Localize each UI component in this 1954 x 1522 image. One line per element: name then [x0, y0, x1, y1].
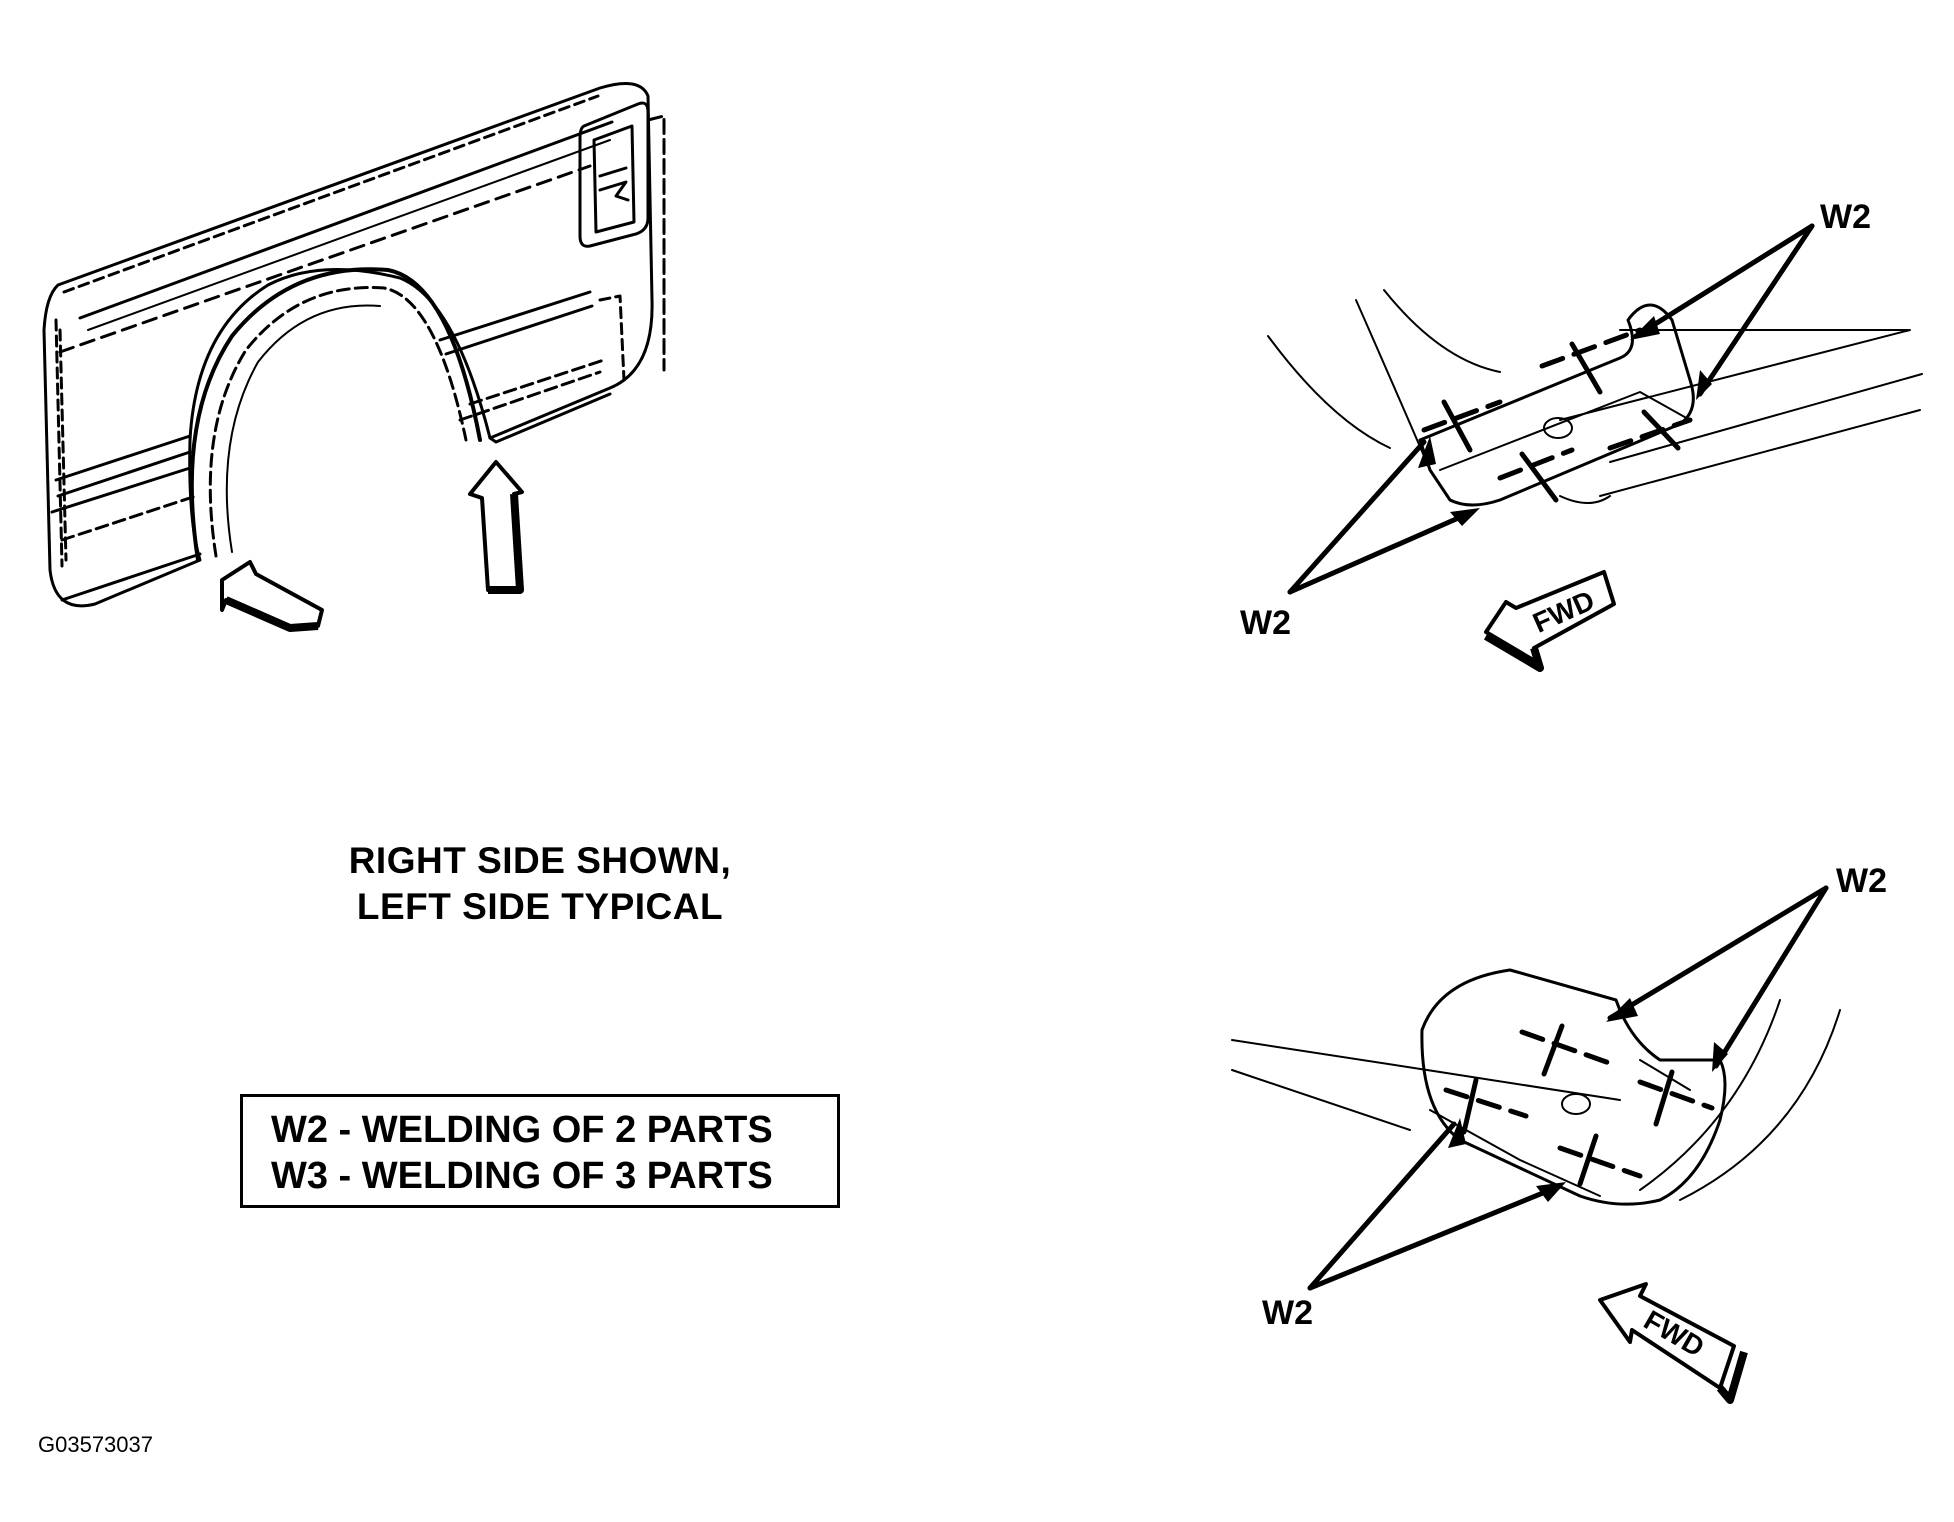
top-fwd-arrow-icon	[1483, 570, 1616, 672]
arrow-up-icon	[468, 460, 524, 594]
top-bracket-detail	[1267, 223, 1923, 595]
bottom-bracket-detail	[1231, 885, 1841, 1291]
legend-line-w3: W3 - WELDING OF 3 PARTS	[271, 1155, 773, 1197]
top-w2-lower-label: W2	[1240, 604, 1291, 642]
top-leader-arrowheads	[1418, 316, 1712, 526]
bottom-w2-lower-label: W2	[1262, 1294, 1313, 1332]
bottom-fwd-arrow-icon	[1598, 1282, 1748, 1404]
figure-code: G03573037	[38, 1432, 153, 1457]
fender-panel	[42, 82, 666, 608]
caption-line-2: LEFT SIDE TYPICAL	[356, 886, 724, 927]
bottom-leader-arrowheads	[1448, 998, 1728, 1202]
caption-line-1: RIGHT SIDE SHOWN,	[348, 840, 732, 881]
top-w2-upper-label: W2	[1820, 198, 1871, 236]
arrow-right-icon	[220, 560, 324, 632]
legend-box: W2 - WELDING OF 2 PARTS W3 - WELDING OF …	[240, 1094, 840, 1208]
bottom-w2-upper-label: W2	[1836, 862, 1887, 900]
view-caption: RIGHT SIDE SHOWN, LEFT SIDE TYPICAL	[270, 838, 810, 930]
legend-line-w2: W2 - WELDING OF 2 PARTS	[271, 1109, 773, 1151]
